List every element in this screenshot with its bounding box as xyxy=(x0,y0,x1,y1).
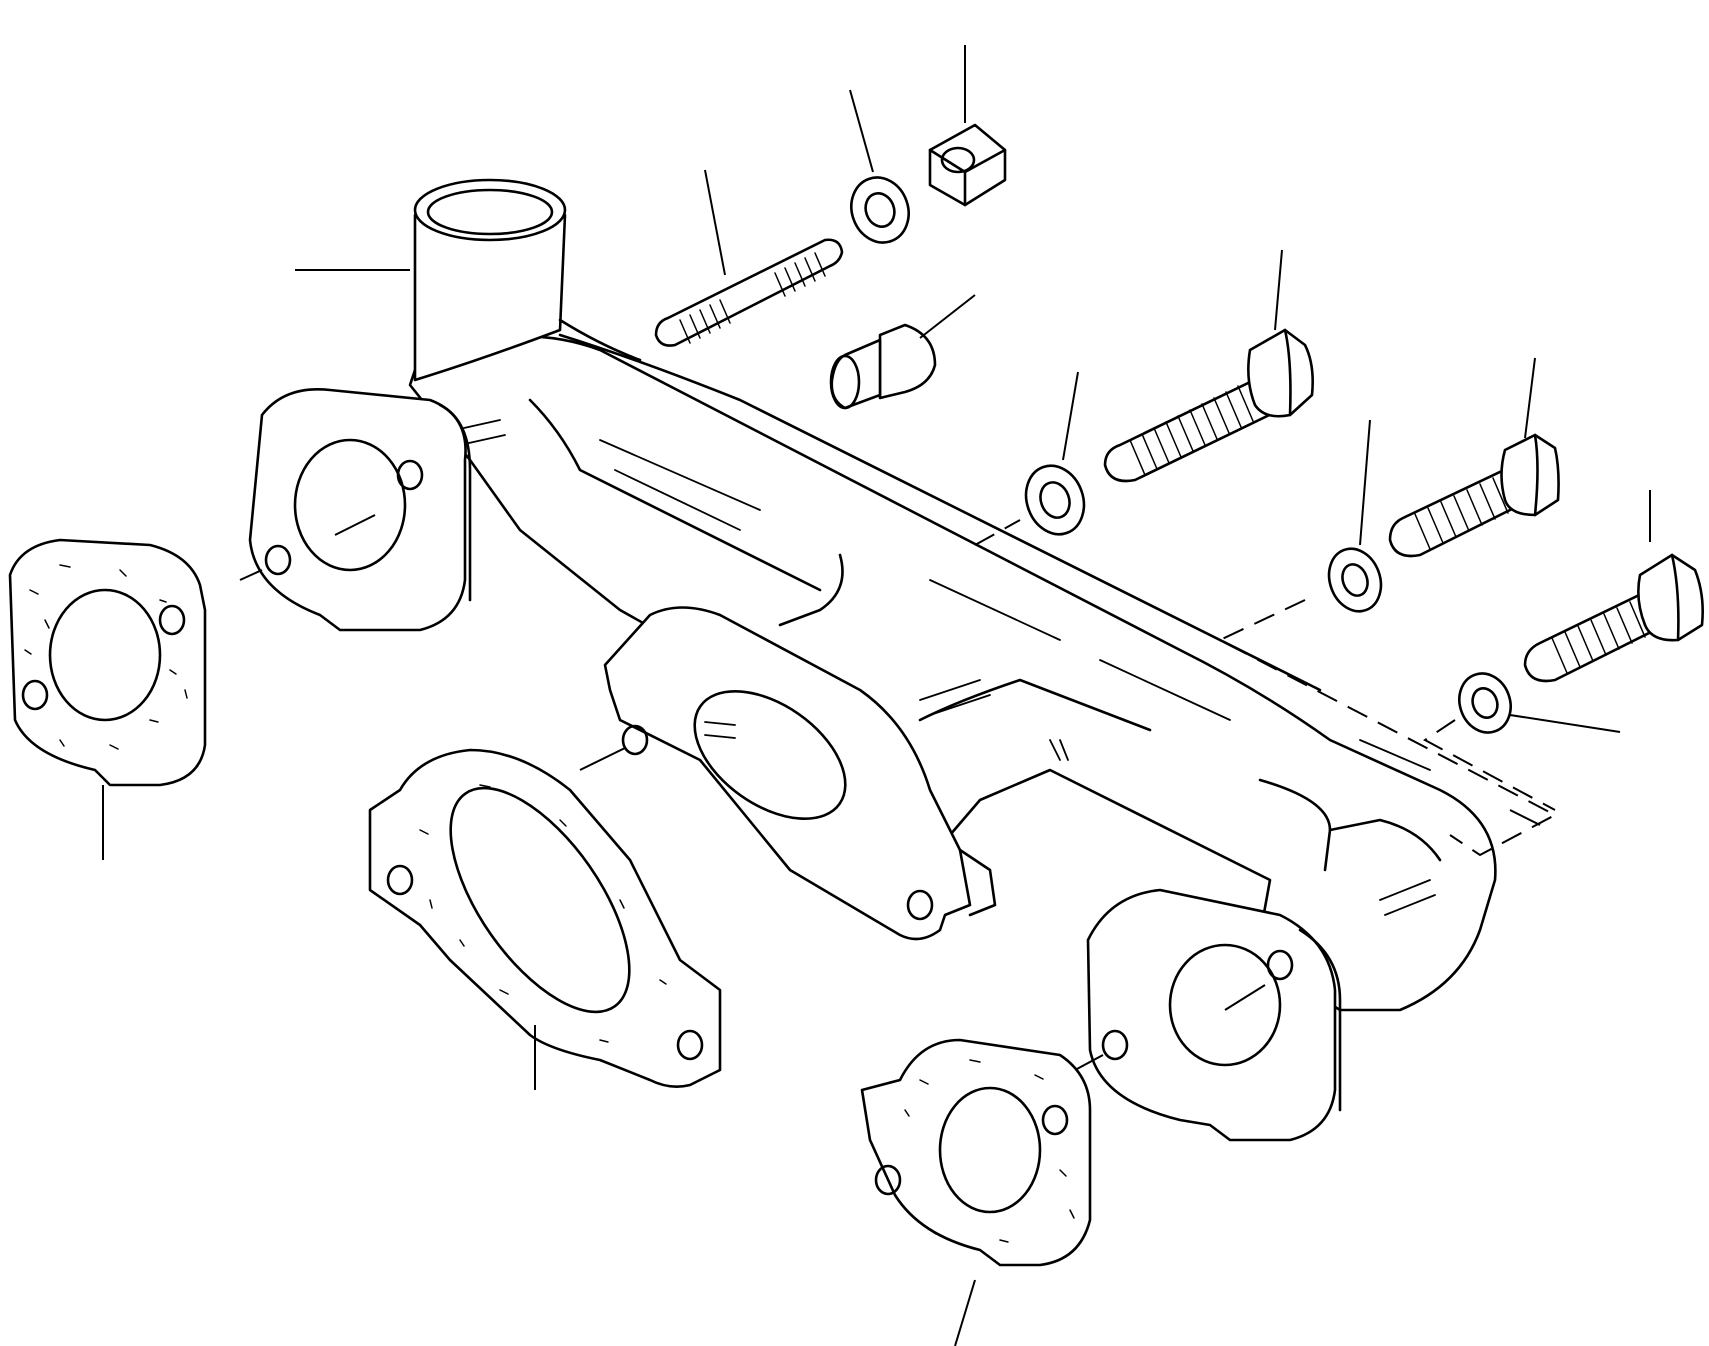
spring-washer-right xyxy=(1327,419,1383,613)
spring-washer-lower xyxy=(1423,672,1621,811)
manifold-flange-left xyxy=(239,388,472,632)
manifold-flange-right xyxy=(1074,888,1342,1142)
bolt-long xyxy=(1103,249,1314,483)
gasket-right xyxy=(860,1038,1092,1346)
spring-washer-mid xyxy=(974,371,1086,546)
manifold-flange-center xyxy=(579,606,997,941)
stud xyxy=(654,169,844,347)
nut xyxy=(928,45,1007,207)
plug xyxy=(829,294,976,410)
bolt-mid xyxy=(1388,357,1560,558)
spring-washer-top xyxy=(849,89,910,244)
manifold xyxy=(408,333,1497,1012)
bolt-right xyxy=(1217,490,1704,857)
outlet-pipe xyxy=(413,178,642,382)
leader-manifold-right xyxy=(1509,809,1541,826)
gasket-center xyxy=(368,748,722,1090)
gasket-left xyxy=(8,538,207,860)
